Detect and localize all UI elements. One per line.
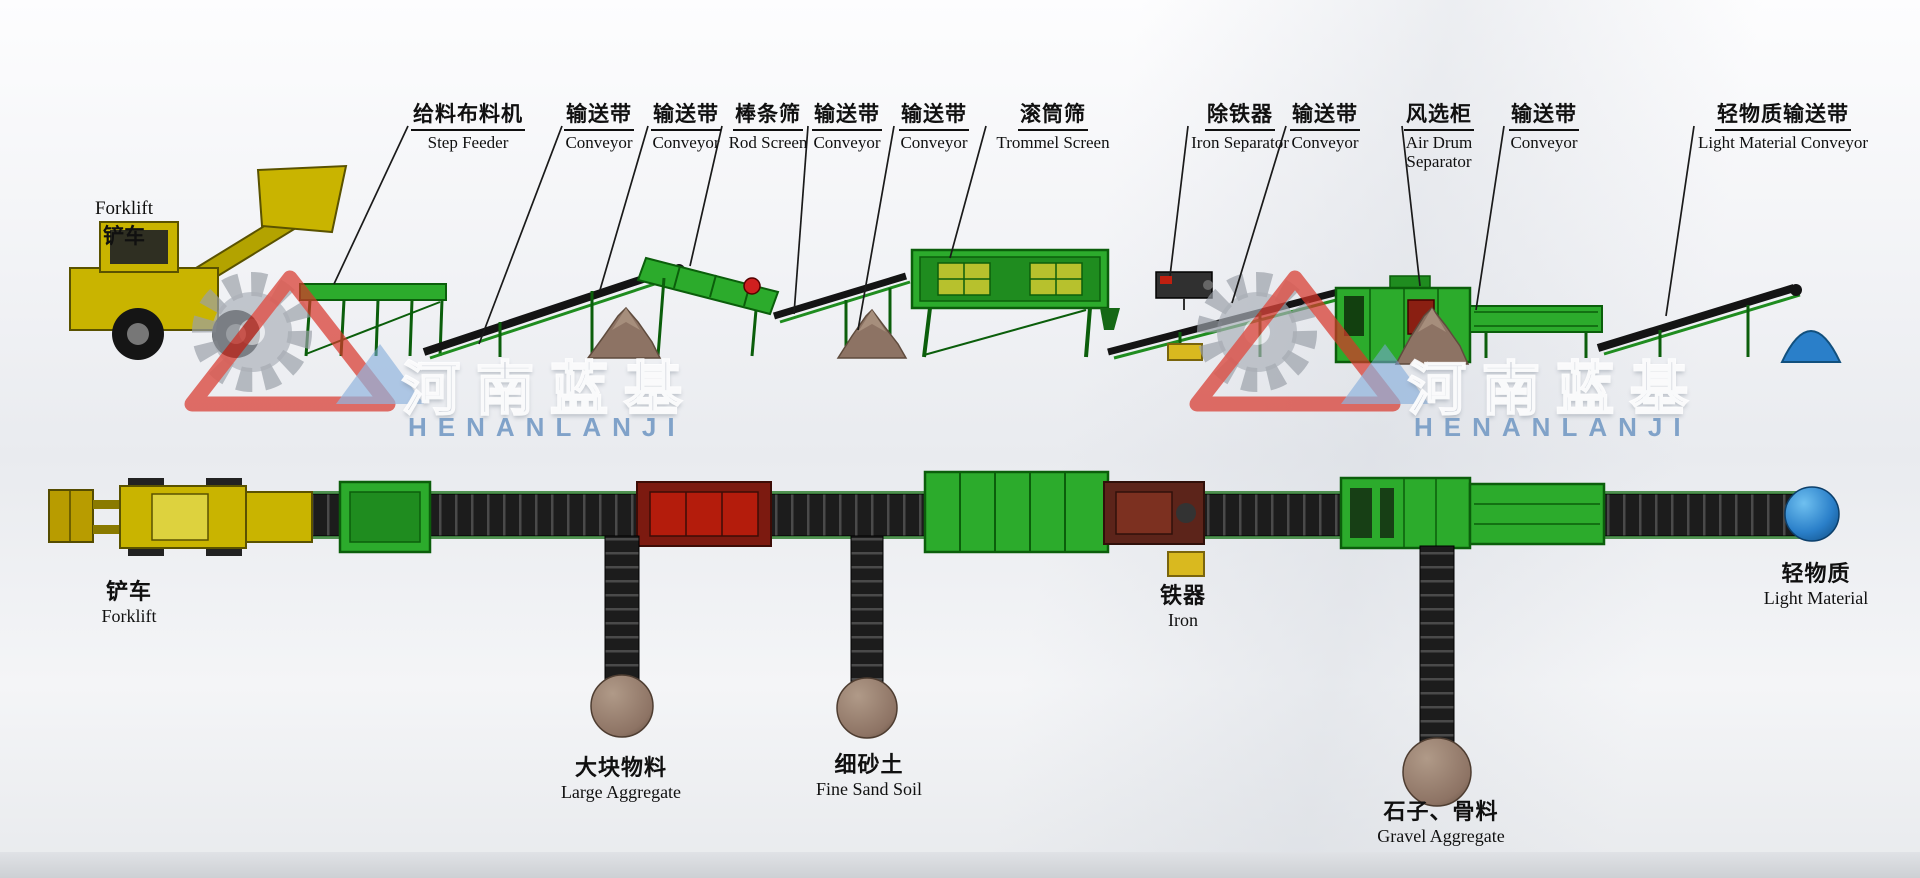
forklift-cn: 铲车 xyxy=(103,224,145,248)
gravel-conveyor-plan xyxy=(1402,545,1472,807)
step-feeder-cn: 给料布料机 xyxy=(411,98,525,131)
gravel-pile-side xyxy=(1394,306,1470,365)
light-material-cone-side xyxy=(1780,330,1842,363)
conveyor-4-cn: 输送带 xyxy=(899,98,969,131)
conveyor-2-en: Conveyor xyxy=(652,133,720,152)
watermark-en-right: HENANLANJI xyxy=(1414,412,1692,442)
light-material-cn: 轻物质 xyxy=(1781,561,1851,586)
watermark-en-left: HENANLANJI xyxy=(408,412,686,442)
label-conveyor-4: 输送带 Conveyor xyxy=(892,98,976,152)
feeder-plan xyxy=(338,480,432,554)
label-conveyor-3: 输送带 Conveyor xyxy=(805,98,889,152)
iron-separator-plan xyxy=(1103,481,1205,545)
iron-separator-side xyxy=(1155,271,1213,310)
conveyor-5-en: Conveyor xyxy=(1291,133,1359,152)
label-forklift-plan: 铲车 Forklift xyxy=(64,574,194,627)
watermark-cn-right: 河南蓝基 xyxy=(1407,356,1705,423)
conveyor-2-cn: 输送带 xyxy=(651,98,721,131)
large-aggregate-pile-plan xyxy=(590,674,654,738)
rod-screen-side xyxy=(636,256,780,357)
conveyor-box-plan xyxy=(1468,482,1606,546)
step-feeder-en: Step Feeder xyxy=(427,133,509,152)
forklift-plan xyxy=(48,478,313,556)
trommel-plan xyxy=(923,470,1110,554)
iron-separator-cn: 除铁器 xyxy=(1205,98,1275,131)
fine-sand-conveyor-plan xyxy=(836,535,898,739)
air-drum-en: Air Drum Separator xyxy=(1405,133,1473,172)
label-forklift-side: Forklift 铲车 xyxy=(64,198,184,250)
conveyor-4-en: Conveyor xyxy=(900,133,968,152)
fine-sand-cn: 细砂土 xyxy=(834,752,904,777)
conveyor-6-en: Conveyor xyxy=(1510,133,1578,152)
iron-en: Iron xyxy=(1168,610,1198,630)
label-fine-sand-soil: 细砂土 Fine Sand Soil xyxy=(779,747,959,800)
large-aggregate-cn: 大块物料 xyxy=(574,755,667,780)
label-step-feeder: 给料布料机 Step Feeder xyxy=(398,98,538,152)
light-material-en: Light Material xyxy=(1763,588,1869,608)
label-conveyor-1: 输送带 Conveyor xyxy=(557,98,641,152)
forklift-plan-cn: 铲车 xyxy=(105,579,152,604)
label-iron-separator: 除铁器 Iron Separator xyxy=(1180,98,1300,152)
label-trommel-screen: 滚筒筛 Trommel Screen xyxy=(978,98,1128,152)
label-conveyor-6: 输送带 Conveyor xyxy=(1499,98,1589,152)
gravel-cn: 石子、骨料 xyxy=(1383,799,1499,824)
light-material-conveyor-side xyxy=(1596,284,1802,357)
iron-separator-en: Iron Separator xyxy=(1191,133,1289,152)
gravel-en: Gravel Aggregate xyxy=(1377,826,1505,846)
conveyor-6-cn: 输送带 xyxy=(1509,98,1579,131)
iron-box-side xyxy=(1167,343,1203,361)
air-drum-cn: 风选柜 xyxy=(1404,98,1474,131)
light-material-conveyor-en: Light Material Conveyor xyxy=(1698,133,1868,152)
label-large-aggregate: 大块物料 Large Aggregate xyxy=(531,750,711,803)
label-gravel-aggregate: 石子、骨料 Gravel Aggregate xyxy=(1341,794,1541,847)
plan-view xyxy=(48,470,1840,807)
watermark-cn-left: 河南蓝基 xyxy=(401,356,699,423)
label-rod-screen: 棒条筛 Rod Screen xyxy=(720,98,816,152)
conveyor-1-en: Conveyor xyxy=(565,133,633,152)
gravel-pile-plan xyxy=(1402,737,1472,807)
large-aggregate-pile-side xyxy=(586,306,662,359)
air-separator-plan xyxy=(1339,476,1472,550)
large-aggregate-en: Large Aggregate xyxy=(560,782,682,802)
conveyor-1-cn: 输送带 xyxy=(564,98,634,131)
fine-sand-pile-plan xyxy=(836,677,898,739)
iron-cn: 铁器 xyxy=(1159,583,1206,608)
trommel-en: Trommel Screen xyxy=(996,133,1110,152)
conveyor-box-side xyxy=(1469,305,1603,358)
trommel-cn: 滚筒筛 xyxy=(1018,98,1088,131)
forklift-plan-en: Forklift xyxy=(101,606,157,626)
label-iron: 铁器 Iron xyxy=(1123,578,1243,631)
label-light-material: 轻物质 Light Material xyxy=(1726,556,1906,609)
trommel-screen-side xyxy=(910,248,1120,358)
light-material-ball-plan xyxy=(1784,486,1840,542)
conveyor-3-cn: 输送带 xyxy=(812,98,882,131)
fine-sand-en: Fine Sand Soil xyxy=(815,779,922,799)
conveyor-3-en: Conveyor xyxy=(813,133,881,152)
iron-box-plan xyxy=(1167,551,1205,577)
forklift-en: Forklift xyxy=(94,198,154,219)
label-air-drum-separator: 风选柜 Air Drum Separator xyxy=(1384,98,1494,171)
conveyor-5-cn: 输送带 xyxy=(1290,98,1360,131)
bottom-strip xyxy=(0,852,1920,878)
light-material-conveyor-cn: 轻物质输送带 xyxy=(1715,98,1851,131)
label-light-material-conveyor: 轻物质输送带 Light Material Conveyor xyxy=(1688,98,1878,152)
rod-screen-en: Rod Screen xyxy=(728,133,808,152)
rod-screen-plan xyxy=(636,481,772,547)
large-aggregate-conveyor-plan xyxy=(590,535,654,738)
label-conveyor-2: 输送带 Conveyor xyxy=(644,98,728,152)
fine-sand-pile-side xyxy=(836,308,908,359)
leader-lines xyxy=(333,125,1695,345)
rod-screen-cn: 棒条筛 xyxy=(733,98,803,131)
label-conveyor-5: 输送带 Conveyor xyxy=(1283,98,1367,152)
